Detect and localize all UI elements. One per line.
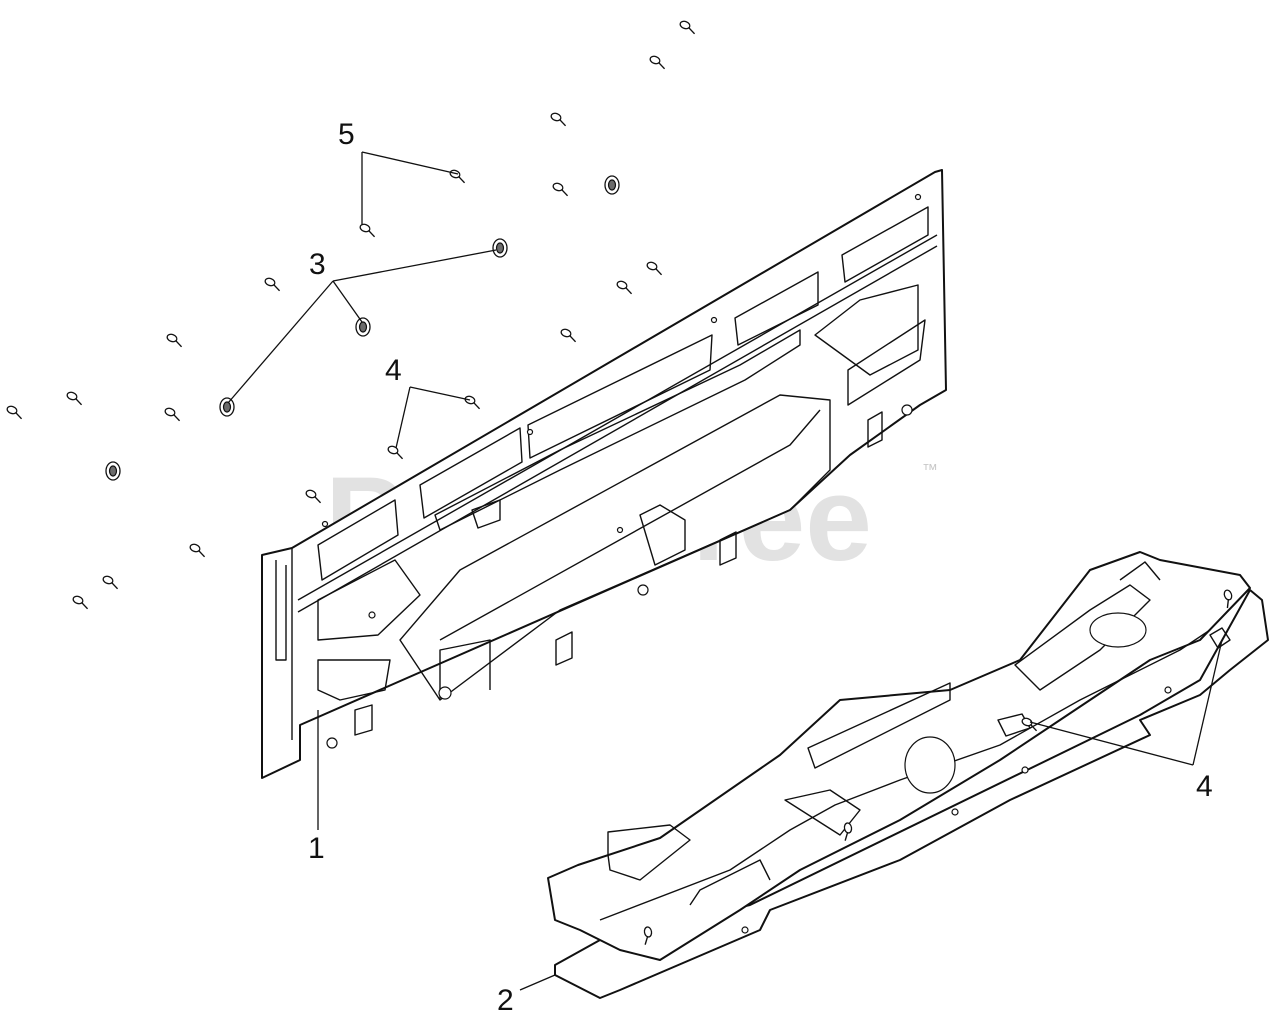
screw-icon (449, 169, 466, 184)
panel-part-1[interactable] (261, 169, 947, 779)
screw-icon (387, 445, 404, 460)
callout-5: 5 (338, 118, 355, 151)
screw-icon (305, 489, 322, 504)
nut-icon (219, 397, 235, 417)
nut-icon (105, 461, 121, 481)
screw-icon (66, 391, 83, 406)
screw-icon (552, 182, 569, 197)
watermark-trademark: ™ (922, 462, 938, 479)
callout-4-upper: 4 (385, 354, 402, 387)
screw-icon (102, 575, 119, 590)
nut-icon (604, 175, 620, 195)
hardware-screws (6, 20, 1233, 945)
bracket-part-2[interactable] (547, 551, 1269, 999)
screw-icon (649, 55, 666, 70)
nut-icon (355, 317, 371, 337)
screw-icon (843, 822, 853, 841)
screw-icon (72, 595, 89, 610)
screw-icon (643, 926, 653, 945)
screw-icon (164, 407, 181, 422)
screw-icon (560, 328, 577, 343)
screw-icon (550, 112, 567, 127)
hardware-nuts (105, 175, 620, 481)
callout-2: 2 (497, 984, 514, 1017)
callout-1: 1 (308, 832, 325, 865)
screw-icon (616, 280, 633, 295)
screw-icon (359, 223, 376, 238)
screw-icon (679, 20, 696, 35)
callouts: 5 3 4 1 2 4 (308, 118, 1213, 1017)
leader-lines (227, 151, 1223, 991)
screw-icon (1223, 589, 1233, 609)
callout-4-lower: 4 (1196, 770, 1213, 803)
screw-icon (1021, 717, 1038, 732)
screw-icon (646, 261, 663, 276)
screw-icon (6, 405, 23, 420)
nut-icon (492, 238, 508, 258)
screw-icon (166, 333, 183, 348)
screw-icon (464, 395, 481, 410)
callout-3: 3 (309, 248, 326, 281)
screw-icon (189, 543, 206, 558)
screw-icon (264, 277, 281, 292)
